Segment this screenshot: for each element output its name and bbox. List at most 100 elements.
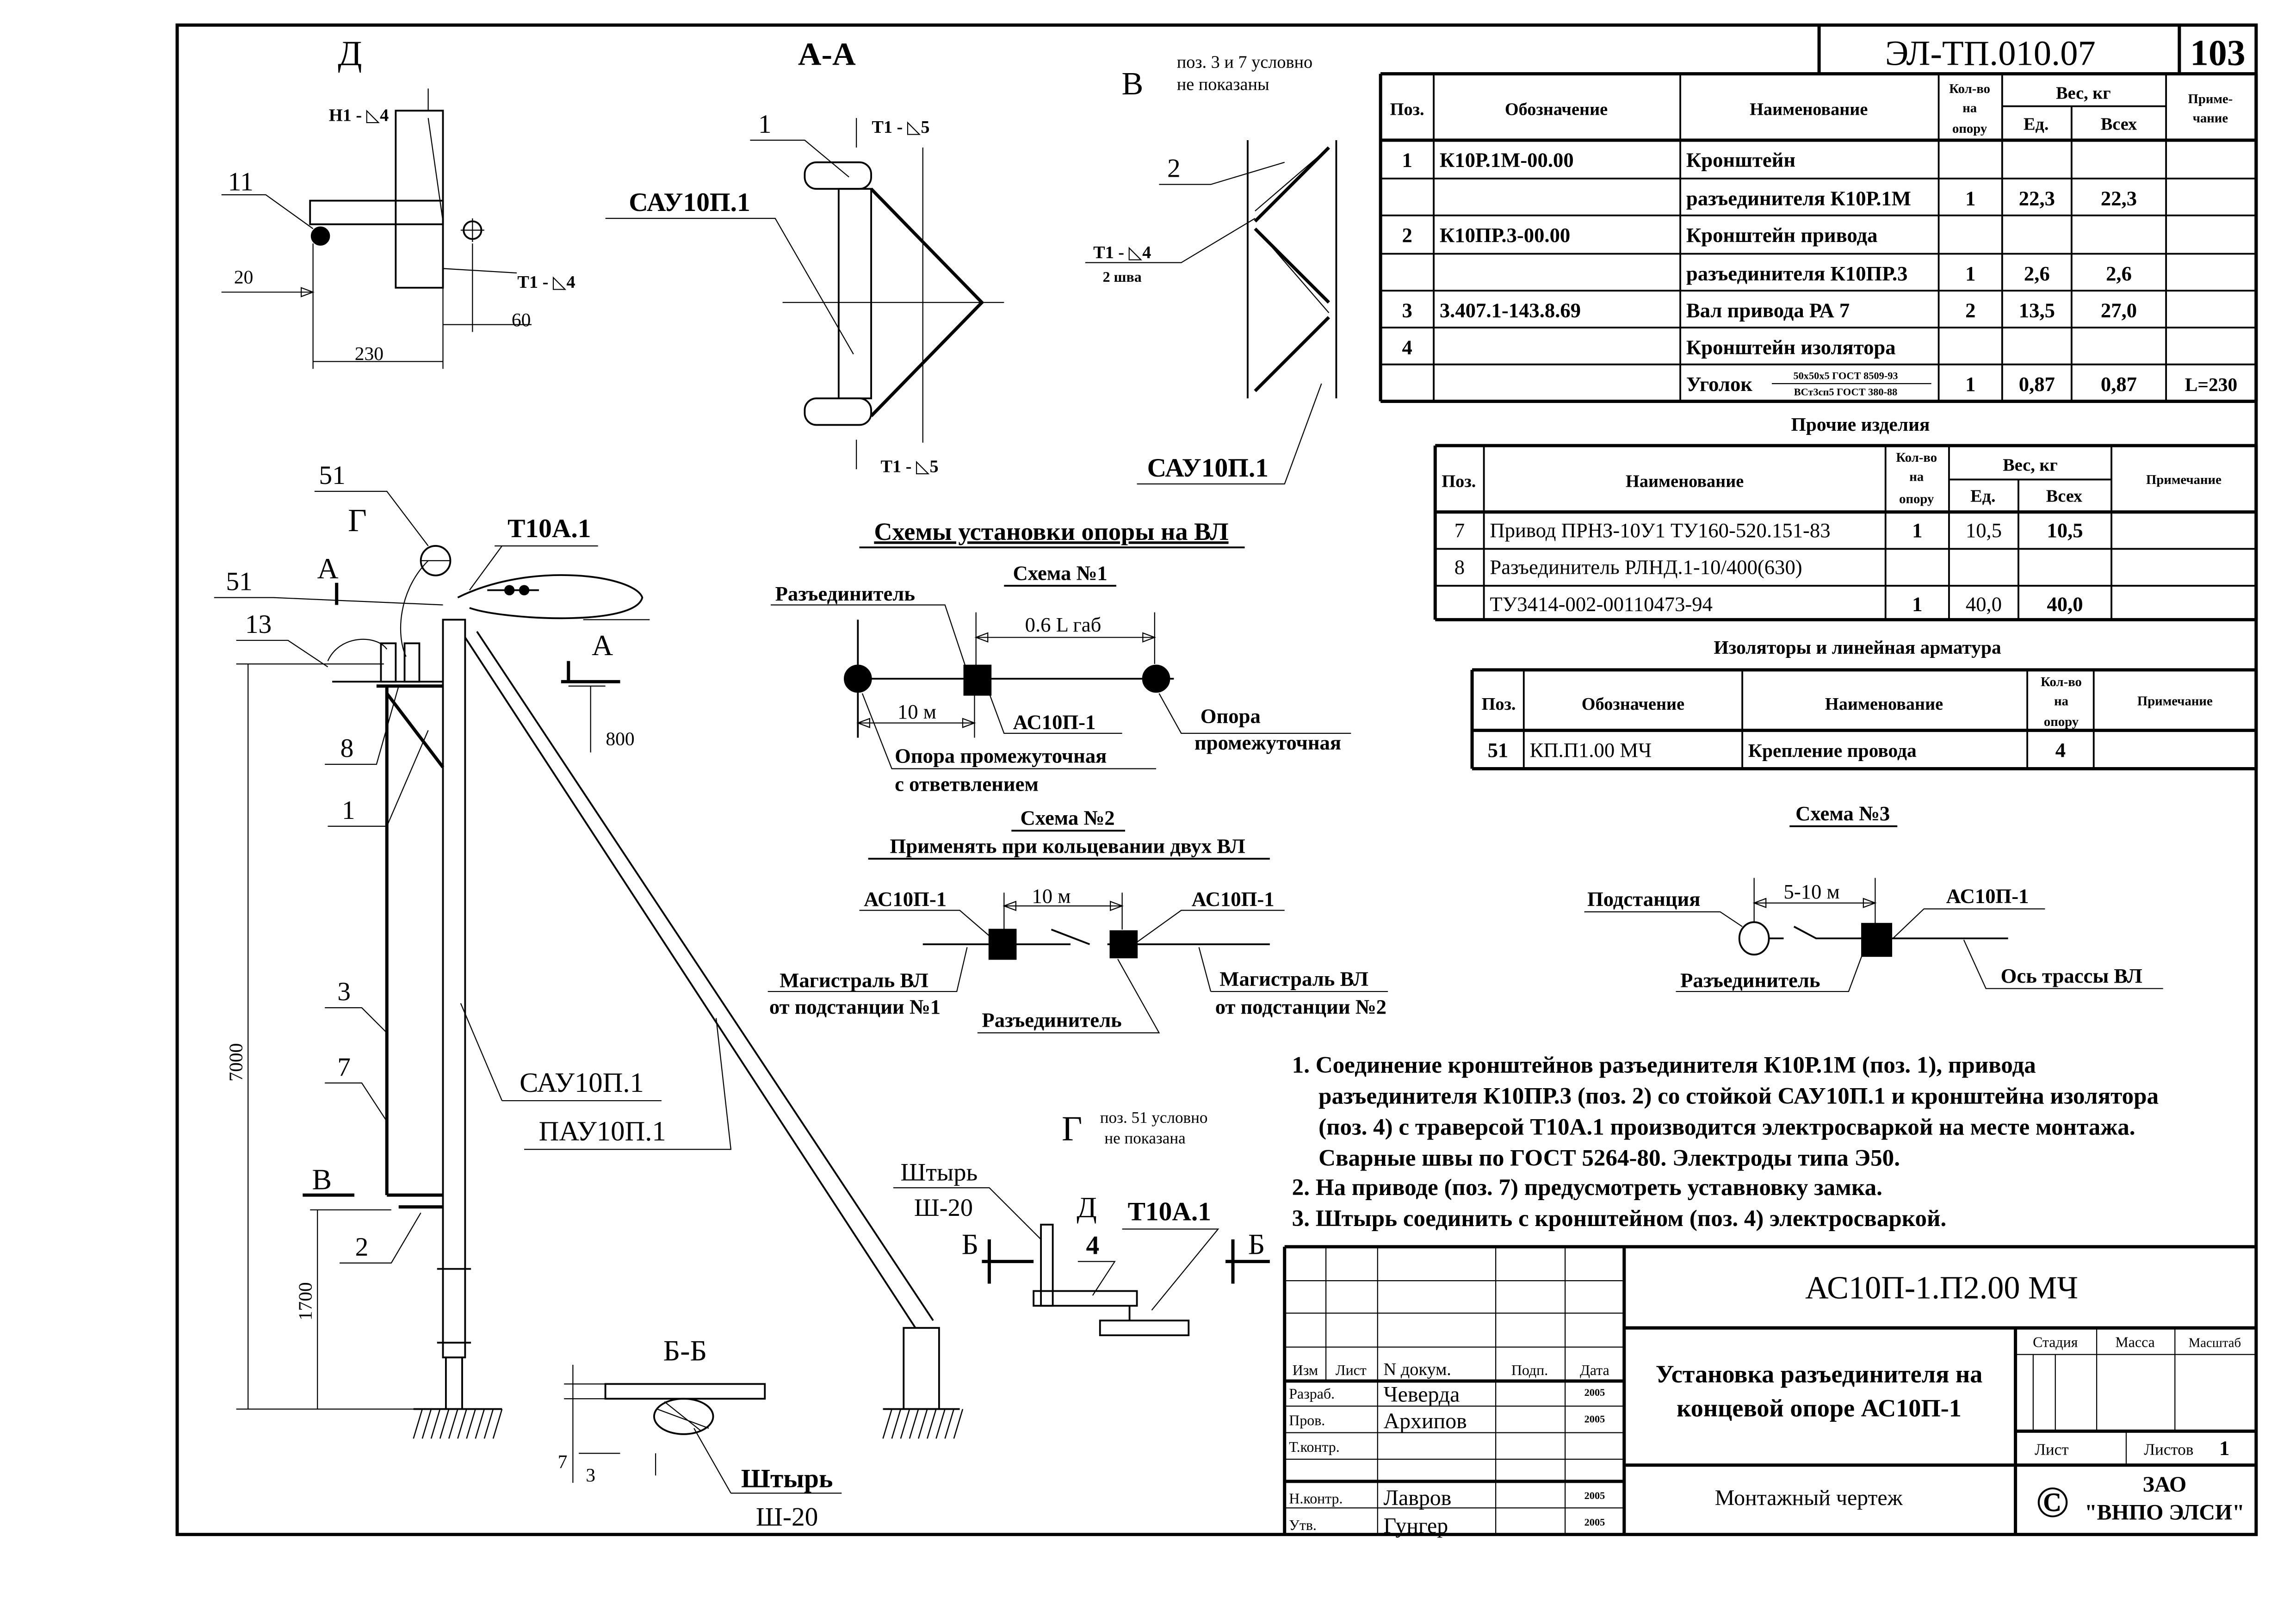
header-qty-3: опору [1899,491,1934,506]
table-cell: 4 [1402,335,1412,359]
table-cell: 1 [1402,148,1412,171]
table-cell: 10,5 [2047,519,2083,542]
sheet-label: Лист [2035,1440,2068,1458]
schemes-title: Схемы установки опоры на ВЛ [874,518,1228,545]
role-checker: Пров. [1289,1412,1325,1429]
note-1-line-2: разъединителя К10ПР.3 (поз. 2) со стойко… [1318,1083,2159,1109]
header-name: Наименование [1626,471,1744,491]
hatch-line [439,1409,450,1439]
post-label-main: САУ10П.1 [520,1067,644,1098]
header-qty-2: на [1962,100,1977,115]
scheme-2-subtitle: Применять при кольцевании двух ВЛ [890,834,1245,857]
dim-7: 7 [558,1451,568,1472]
col-izm: Изм [1293,1362,1318,1378]
name-norm-control: Лавров [1384,1486,1452,1510]
scheme-2-title: Схема №2 [1020,806,1114,830]
pos-3: 3 [337,977,351,1006]
scheme-2-line-right-1: Магистраль ВЛ [1219,967,1368,990]
header-note: Примечание [2137,694,2213,708]
scheme-1: Схема №1 Разъединитель 0.6 L габ 10 м АС… [771,561,1351,795]
post-label-v: САУ10П.1 [1147,453,1269,483]
notes: 1. Соединение кронштейнов разъединителя … [1292,1052,2159,1232]
header-note: Примечание [2146,472,2222,487]
hatch-line [891,1409,902,1439]
scheme-1-title: Схема №1 [1013,561,1108,584]
view-v-label: В [1122,66,1144,102]
date-checker: 2005 [1584,1413,1605,1425]
copyright-icon: © [2036,1477,2069,1526]
header-name: Наименование [1750,100,1868,119]
pin-label-g: Штырь [901,1158,978,1186]
header-unit: Ед. [1970,486,1995,506]
view-d-label: Д [338,33,362,73]
weld-t1-4-v: Т1 - ◺4 [1093,243,1151,262]
traverse-label: Т10А.1 [507,514,591,543]
table-cell: 1 [1912,592,1922,615]
view-g-label: Г [1062,1109,1082,1148]
insulators-title: Изоляторы и линейная арматура [1714,637,2001,658]
col-sign: Подп. [1511,1362,1548,1378]
scheme-3-distance: 5-10 м [1783,880,1839,903]
header-qty-2: на [2054,694,2068,708]
view-aa-label: А-А [798,36,856,72]
header-pos: Поз. [1390,100,1424,119]
table-cell: 3 [1402,299,1412,322]
welds-count: 2 шва [1103,269,1142,285]
scheme-3: Схема №3 5-10 м Подстанция АС10П-1 Разъе… [1584,802,2163,992]
view-v: В поз. 3 и 7 условно не показаны 2 Т1 - … [1085,53,1337,485]
header-qty-1: Кол-во [1949,81,1990,96]
table-cell: 8 [1454,556,1465,579]
header-qty-3: опору [2044,714,2079,729]
view-g-note-2: не показана [1104,1129,1186,1147]
scheme-1-pole: Опора [1201,705,1261,728]
header-designation: Обозначение [1582,694,1684,714]
schemes: Схемы установки опоры на ВЛ Схема №1 Раз… [767,518,2163,1034]
dim-60: 60 [512,309,531,330]
table-cell: 22,3 [2101,186,2137,210]
hatch-line [927,1409,937,1439]
hatch-line [917,1409,928,1439]
header-name: Наименование [1825,694,1943,714]
strut-label: ПАУ10П.1 [539,1116,666,1147]
header-pos: Поз. [1442,471,1476,491]
pos-51-left: 51 [226,567,252,596]
view-bb-label: Б-Б [663,1334,707,1367]
view-aa: А-А 1 Т1 - ◺5 Т1 - ◺5 САУ10П.1 [605,36,1004,477]
role-developer: Разраб. [1289,1386,1335,1402]
scheme-1-pole-2: промежуточная [1194,731,1341,754]
drawing-title-1: Установка разъединителя на [1656,1360,1983,1388]
weld-t1-5-bottom: Т1 - ◺5 [880,457,938,477]
header-weight: Вес, кг [2003,455,2058,475]
dim-20: 20 [234,266,253,287]
table-cell: разъединителя К10ПР.3 [1686,262,1908,285]
table-cell: 0,87 [2019,372,2055,396]
table-cell: разъединителя К10Р.1М [1686,186,1911,210]
doc-code: АС10П-1.П2.00 МЧ [1805,1270,2078,1306]
pos-11: 11 [228,167,254,196]
header-pos: Поз. [1482,694,1516,714]
hatch-line [944,1409,955,1439]
section-a-left: А [317,552,338,585]
table-cell: L=230 [2185,374,2238,395]
view-d: Д Н1 - ◺4 Т1 - ◺4 11 20 60 230 [221,33,575,369]
pin-type-g: Ш-20 [914,1194,973,1221]
table-cell: 4 [2055,738,2066,762]
other-items-title: Прочие изделия [1791,414,1930,435]
table-cell: 40,0 [1966,592,2002,615]
table-cell: 2,6 [2106,262,2132,285]
header-weight: Вес, кг [2056,84,2111,103]
note-1-line-4: Сварные швы по ГОСТ 5264-80. Электроды т… [1318,1145,1900,1171]
col-date: Дата [1580,1362,1609,1378]
scheme-2-line-left-1: Магистраль ВЛ [780,969,928,992]
pos-13: 13 [245,610,272,639]
doc-type: Монтажный чертеж [1715,1486,1903,1510]
sheet-code: ЭЛ-ТП.010.07 [1885,33,2096,73]
scheme-3-disconnector: Разъединитель [1680,969,1820,992]
hatch-line [909,1409,919,1439]
table-cell: Кронштейн изолятора [1686,335,1896,359]
scheme-3-substation: Подстанция [1587,887,1700,911]
table-cell: 51 [1488,738,1509,762]
header-qty-1: Кол-во [1896,450,1937,465]
table-cell: 7 [1454,519,1465,542]
